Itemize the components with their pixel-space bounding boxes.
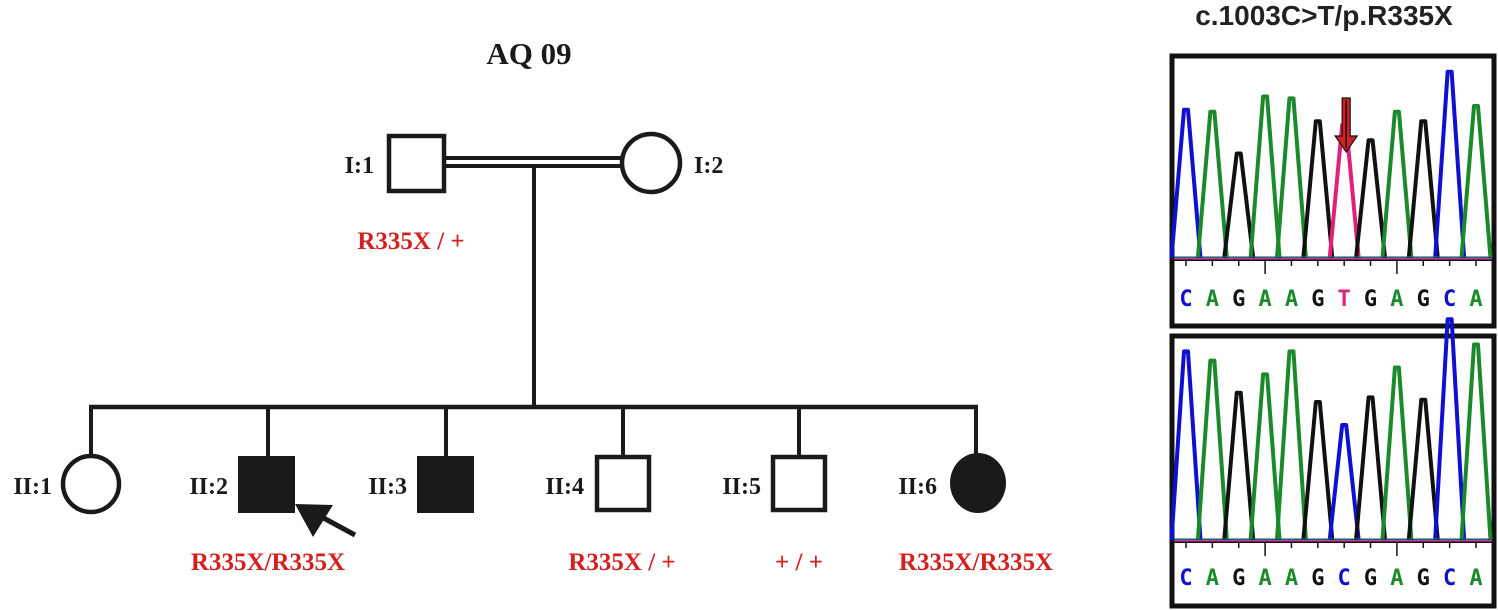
base-letter: A [1206,287,1219,312]
individual-I-1-male-symbol[interactable] [386,133,447,194]
chromatogram-baseline-mutant [1174,256,1492,274]
individual-I-2-label: I:2 [694,153,723,179]
peak-A [1248,94,1282,259]
individual-II-5-male-symbol[interactable] [770,454,828,513]
base-letter: A [1469,566,1482,591]
individual-II-3-affected-male-symbol[interactable] [417,456,474,513]
peak-C [1169,107,1203,259]
base-letter: C [1179,566,1192,591]
individual-I-2-female-symbol[interactable] [619,131,683,195]
peak-C [1433,317,1467,541]
individual-II-4-label: II:4 [545,474,584,500]
peak-C [1169,349,1203,541]
individual-II-1-female-symbol[interactable] [60,453,122,515]
individual-II-4-male-symbol[interactable] [594,454,652,513]
base-letter: G [1417,566,1430,591]
individual-II-6-genotype: R335X/R335X [899,549,1053,576]
generation-2: II:1 II:2 R335X/R335X II:3 II:4 R335X / … [13,405,1053,576]
individual-II-2-affected-male-symbol[interactable] [238,456,295,513]
base-letter: C [1443,566,1456,591]
peak-A [1274,349,1308,541]
base-letter: A [1390,287,1403,312]
peak-G [1301,400,1335,541]
peak-C [1433,69,1467,259]
peak-A [1459,342,1493,541]
peak-A [1195,109,1229,259]
base-letter: A [1390,566,1403,591]
peak-A [1380,109,1414,259]
peak-G [1222,151,1256,259]
base-letter: A [1258,287,1271,312]
individual-II-2-label: II:2 [189,474,228,500]
individual-II-3-label: II:3 [368,474,407,500]
base-letter: G [1232,566,1245,591]
individual-II-4-genotype: R335X / + [568,549,675,576]
peak-A [1195,358,1229,541]
peak-C [1327,423,1361,541]
base-letter: G [1364,287,1377,312]
base-letter: G [1311,287,1324,312]
peak-A [1459,104,1493,259]
base-letter: C [1443,287,1456,312]
peak-G [1406,397,1440,541]
individual-II-2-genotype: R335X/R335X [191,549,345,576]
base-letter: A [1469,287,1482,312]
base-letter: G [1364,566,1377,591]
chromatogram-baseline-wildtype [1174,538,1492,556]
individual-II-5-genotype: + / + [775,549,823,576]
peak-G [1354,138,1388,259]
base-letter: A [1285,566,1298,591]
base-letter: G [1311,566,1324,591]
individual-II-1-label: II:1 [13,474,52,500]
base-letter: G [1417,287,1430,312]
peak-G [1301,119,1335,259]
individual-II-6-label: II:6 [898,474,937,500]
individual-II-5-label: II:5 [722,474,761,500]
chromatogram-traces-wildtype [1169,317,1493,541]
base-letter: C [1179,287,1192,312]
peak-G [1222,390,1256,541]
base-letter: G [1232,287,1245,312]
base-letter: C [1338,566,1351,591]
base-letter: A [1206,566,1219,591]
base-letter: T [1338,287,1351,312]
proband-arrow-icon [295,504,357,538]
peak-A [1380,365,1414,541]
peak-A [1274,96,1308,259]
base-letter: A [1285,287,1298,312]
peak-A [1248,372,1282,541]
base-letter: A [1258,566,1271,591]
pedigree-title: AQ 09 [486,36,571,71]
mutation-arrow-icon [1334,97,1359,154]
mutation-title: c.1003C>T/p.R335X [1195,0,1453,31]
peak-G [1406,119,1440,259]
individual-I-1-genotype: R335X / + [357,228,464,255]
individual-I-1-label: I:1 [345,153,374,179]
peak-G [1354,395,1388,541]
individual-II-6-affected-female-symbol[interactable] [950,453,1006,513]
generation-1: I:1 R335X / + I:2 [345,131,723,408]
